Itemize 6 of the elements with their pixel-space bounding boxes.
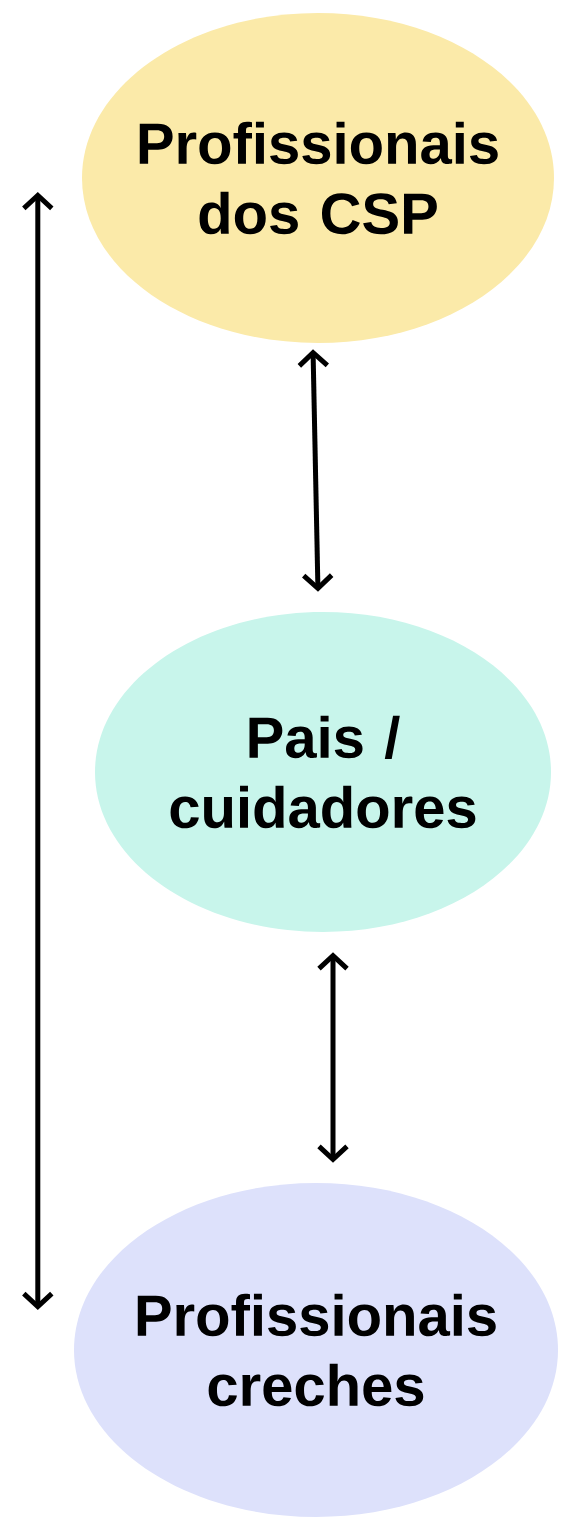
double-arrow <box>297 349 334 592</box>
ellipse-node: Profissionais dos CSP <box>82 13 554 343</box>
ellipse-node: Profissionais creches <box>74 1183 558 1517</box>
double-arrow <box>22 191 54 1310</box>
ellipse-node: Pais / cuidadores <box>95 612 551 932</box>
double-arrow <box>317 952 349 1163</box>
